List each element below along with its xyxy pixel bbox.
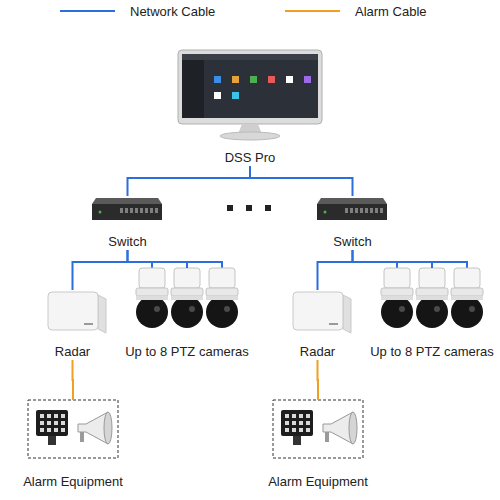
ptz-camera-icon [416, 268, 448, 328]
alarm-cable [317, 360, 320, 400]
legend-entry: Alarm Cable [285, 3, 427, 19]
network-cable [128, 250, 188, 268]
ellipsis-dots [227, 205, 271, 211]
ptz-camera-icon [206, 268, 238, 328]
legend-label: Network Cable [130, 4, 215, 19]
network-cable [318, 250, 353, 290]
bus-wires [73, 262, 469, 268]
device-node: Radar [40, 290, 105, 360]
legend-swatch [285, 3, 355, 19]
device-node: Alarm Equipment [258, 400, 378, 490]
device-node: Radar [285, 290, 350, 360]
device-node: Alarm Equipment [13, 400, 133, 490]
ptz-camera-icon [136, 268, 168, 328]
radar-icon [293, 292, 351, 333]
switch-icon [92, 198, 162, 220]
ptz-camera-icon [451, 268, 483, 328]
alarm-cable [72, 360, 75, 400]
legend-label: Alarm Cable [355, 4, 427, 19]
network-cable [73, 250, 128, 290]
switch-icon [317, 198, 387, 220]
network-cable [353, 250, 433, 268]
node-label: DSS Pro [225, 150, 276, 166]
node-label: Switch [108, 234, 146, 250]
network-cable [250, 166, 353, 196]
device-node: Switch [315, 196, 390, 250]
alarm-equipment-icon [28, 400, 118, 458]
node-label: Up to 8 PTZ cameras [370, 344, 494, 360]
node-label: Radar [55, 344, 90, 360]
radar-icon [48, 292, 106, 333]
ptz-camera-icon [171, 268, 203, 328]
node-label: Up to 8 PTZ cameras [125, 344, 249, 360]
device-node: Up to 8 PTZ cameras [117, 268, 257, 360]
network-cable [128, 166, 251, 196]
legend-line-sample [285, 10, 340, 12]
node-label: Switch [333, 234, 371, 250]
alarm-equipment-icon [273, 400, 363, 458]
legend-line-sample [60, 10, 115, 12]
device-node: Up to 8 PTZ cameras [364, 268, 500, 360]
device-node: DSS Pro [175, 48, 325, 166]
node-label: Radar [300, 344, 335, 360]
ptz-camera-icon [381, 268, 413, 328]
node-label: Alarm Equipment [23, 474, 123, 490]
legend-swatch [60, 3, 130, 19]
node-label: Alarm Equipment [268, 474, 368, 490]
monitor-illustration [178, 50, 322, 140]
legend-entry: Network Cable [60, 3, 215, 19]
device-node: Switch [90, 196, 165, 250]
